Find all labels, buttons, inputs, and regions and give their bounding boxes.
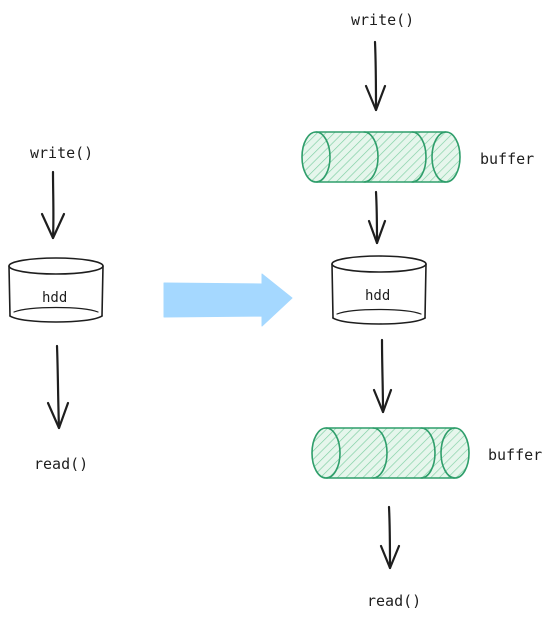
right-buffer-to-hdd-arrow-icon [367, 190, 387, 245]
right-hdd-label: hdd [365, 288, 390, 304]
left-read-label: read() [34, 455, 88, 473]
left-read-arrow-icon [46, 344, 70, 430]
left-column: write() hdd read() [8, 144, 104, 473]
left-hdd-cylinder-icon [8, 257, 104, 323]
right-write-label: write() [351, 11, 414, 29]
right-hdd-cylinder-icon [331, 255, 427, 325]
transition-arrow-icon [163, 273, 293, 327]
right-buffer-bottom-label: buffer [488, 446, 542, 464]
right-buffer-top-tube-icon [301, 131, 461, 183]
left-hdd-label: hdd [42, 290, 67, 306]
right-column: write() buffer hdd [301, 11, 542, 610]
right-read-label: read() [367, 592, 421, 610]
right-write-arrow-icon [364, 40, 387, 112]
left-write-label: write() [30, 144, 93, 162]
right-read-arrow-icon [379, 505, 401, 570]
right-hdd-to-buffer-arrow-icon [372, 338, 393, 414]
right-buffer-top-label: buffer [480, 150, 534, 168]
left-write-arrow-icon [40, 170, 66, 240]
right-buffer-bottom-tube-icon [311, 427, 470, 479]
